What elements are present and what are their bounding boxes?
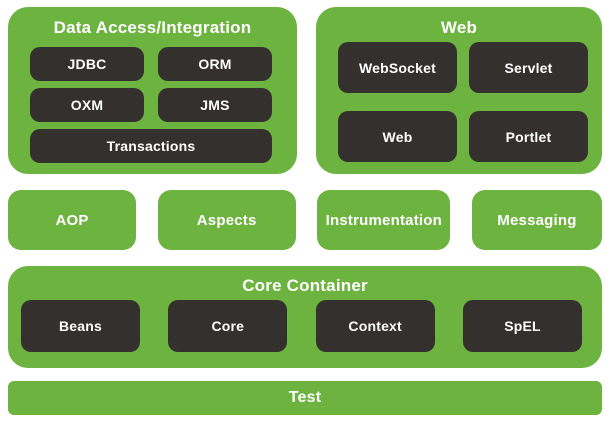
data-access-module-grid: JDBC ORM OXM JMS Transactions <box>8 47 297 163</box>
web-title: Web <box>440 18 478 37</box>
module-jdbc: JDBC <box>30 47 144 81</box>
core-container-title: Core Container <box>242 276 368 295</box>
data-access-integration-title: Data Access/Integration <box>53 18 252 37</box>
web-module-grid: WebSocket Servlet Web Portlet <box>316 42 602 162</box>
module-beans: Beans <box>21 300 140 352</box>
module-transactions: Transactions <box>30 129 272 163</box>
module-context: Context <box>315 300 435 352</box>
module-websocket: WebSocket <box>338 42 457 93</box>
standalone-modules-row: AOP Aspects Instrumentation Messaging <box>8 190 602 250</box>
module-orm: ORM <box>158 47 272 81</box>
panel-web: Web WebSocket Servlet Web Portlet <box>316 7 602 174</box>
block-messaging: Messaging <box>471 190 602 250</box>
module-web: Web <box>338 111 457 162</box>
module-core: Core <box>168 300 288 352</box>
panel-data-access-integration: Data Access/Integration JDBC ORM OXM JMS… <box>8 7 297 174</box>
module-oxm: OXM <box>30 88 144 122</box>
module-portlet: Portlet <box>469 111 588 162</box>
module-spel: SpEL <box>462 300 582 352</box>
bar-test: Test <box>8 381 602 415</box>
module-servlet: Servlet <box>469 42 588 93</box>
module-jms: JMS <box>158 88 272 122</box>
block-aop: AOP <box>8 190 136 250</box>
panel-core-container: Core Container Beans Core Context SpEL <box>8 266 602 368</box>
block-aspects: Aspects <box>157 190 296 250</box>
core-container-module-row: Beans Core Context SpEL <box>8 300 602 352</box>
block-instrumentation: Instrumentation <box>317 190 451 250</box>
